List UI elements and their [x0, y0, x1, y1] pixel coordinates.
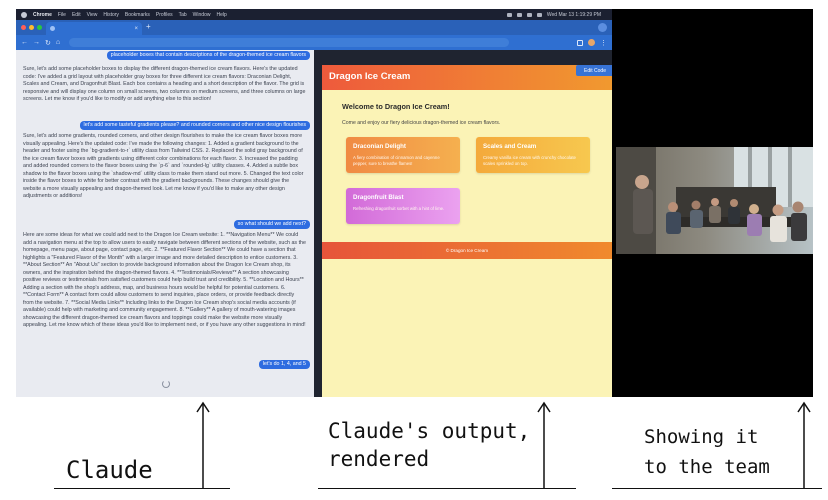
meeting-room-video: [616, 147, 813, 254]
menu-bar-clock[interactable]: Wed Mar 13 1:19:29 PM: [546, 11, 601, 18]
flavor-name: Dragonfruit Blast: [353, 194, 404, 201]
team-meeting-photo: [616, 147, 813, 254]
annotation-claude: Claude: [66, 456, 153, 484]
new-tab-icon[interactable]: +: [146, 22, 151, 31]
menu-help[interactable]: Help: [216, 11, 227, 18]
intro-text: Come and enjoy our fiery delicious drago…: [342, 120, 501, 126]
menu-file[interactable]: File: [57, 11, 66, 18]
menu-bookmarks[interactable]: Bookmarks: [124, 11, 150, 18]
close-window-button[interactable]: [21, 25, 26, 30]
forward-icon[interactable]: →: [33, 39, 40, 46]
battery-icon[interactable]: [506, 12, 512, 17]
user-message: let's add some tasteful gradients please…: [79, 121, 310, 130]
page-viewport: placeholder boxes that contain descripti…: [16, 50, 612, 397]
site-header: Dragon Ice Cream: [322, 65, 612, 90]
apple-icon[interactable]: [21, 11, 27, 18]
arrow-up-icon: [797, 401, 811, 488]
flavor-card: Draconian Delight A fiery combination of…: [346, 137, 460, 173]
welcome-heading: Welcome to Dragon Ice Cream!: [342, 102, 450, 111]
browser-window: Chrome File Edit View History Bookmarks …: [16, 9, 612, 397]
annotation-underline-middle: [318, 488, 576, 489]
annotation-underline-right: [612, 488, 822, 489]
tab-close-icon[interactable]: ×: [134, 25, 138, 32]
user-message: so what should we add next?: [233, 220, 310, 229]
menu-history[interactable]: History: [103, 11, 119, 18]
assistant-message: Sure, let's add some gradients, rounded …: [23, 133, 304, 199]
menu-tab[interactable]: Tab: [178, 11, 187, 18]
assistant-message: Here are some ideas for what we could ad…: [23, 232, 306, 328]
minimize-window-button[interactable]: [29, 25, 34, 30]
arrow-up-icon: [196, 401, 210, 488]
menu-profiles[interactable]: Profiles: [155, 11, 173, 18]
tab-favicon-icon: [50, 26, 55, 31]
profile-avatar[interactable]: [588, 39, 595, 46]
menu-edit[interactable]: Edit: [71, 11, 81, 18]
side-panel-icon[interactable]: [577, 39, 583, 46]
flavor-name: Draconian Delight: [353, 143, 406, 150]
assistant-message: Sure, let's add some placeholder boxes t…: [23, 66, 306, 102]
annotation-team-line1: Showing it: [644, 426, 759, 448]
browser-tab[interactable]: ×: [46, 22, 142, 35]
reload-icon[interactable]: ↻: [45, 39, 51, 47]
mac-menu-bar: Chrome File Edit View History Bookmarks …: [16, 9, 612, 20]
flavor-card: Scales and Cream Creamy vanilla ice crea…: [476, 137, 590, 173]
zoom-window-button[interactable]: [37, 25, 42, 30]
user-message: let's do 1, 4, and 5: [258, 360, 310, 369]
tab-search-button[interactable]: [598, 23, 607, 32]
site-title: Dragon Ice Cream: [329, 71, 411, 82]
tab-strip: × +: [16, 20, 612, 35]
address-bar[interactable]: [69, 38, 510, 47]
annotation-output-line1: Claude's output,: [328, 419, 531, 443]
flavor-description: Creamy vanilla ice cream with crunchy ch…: [483, 155, 576, 166]
menu-app-name[interactable]: Chrome: [33, 11, 52, 18]
flavor-card: Dragonfruit Blast Refreshing dragonfruit…: [346, 188, 460, 224]
flavor-description: A fiery combination of cinnamon and caye…: [353, 155, 440, 166]
search-icon[interactable]: [526, 12, 532, 17]
browser-toolbar: ← → ↻ ⌂ ⋮: [16, 35, 612, 50]
flavor-description: Refreshing dragonfruit sorbet with a hin…: [353, 206, 445, 211]
browser-menu-icon[interactable]: ⋮: [600, 39, 607, 47]
video-call-panel: [612, 9, 813, 397]
site-footer: © Dragon Ice Cream: [322, 242, 612, 259]
menu-view[interactable]: View: [86, 11, 98, 18]
menu-window[interactable]: Window: [192, 11, 211, 18]
edit-code-button[interactable]: Edit Code: [576, 65, 612, 76]
home-icon[interactable]: ⌂: [55, 39, 61, 46]
annotation-output-line2: rendered: [328, 447, 430, 471]
back-icon[interactable]: ←: [21, 39, 28, 46]
control-center-icon[interactable]: [536, 12, 542, 17]
user-message: placeholder boxes that contain descripti…: [106, 51, 310, 60]
wifi-icon[interactable]: [516, 12, 522, 17]
arrow-up-icon: [537, 401, 551, 488]
loading-spinner-icon: [162, 380, 170, 388]
annotation-underline-left: [54, 488, 230, 489]
chat-panel: placeholder boxes that contain descripti…: [16, 50, 314, 397]
annotation-team-line2: to the team: [644, 456, 770, 478]
flavor-name: Scales and Cream: [483, 143, 537, 150]
rendered-output-panel: Dragon Ice Cream Edit Code Welcome to Dr…: [322, 65, 612, 397]
